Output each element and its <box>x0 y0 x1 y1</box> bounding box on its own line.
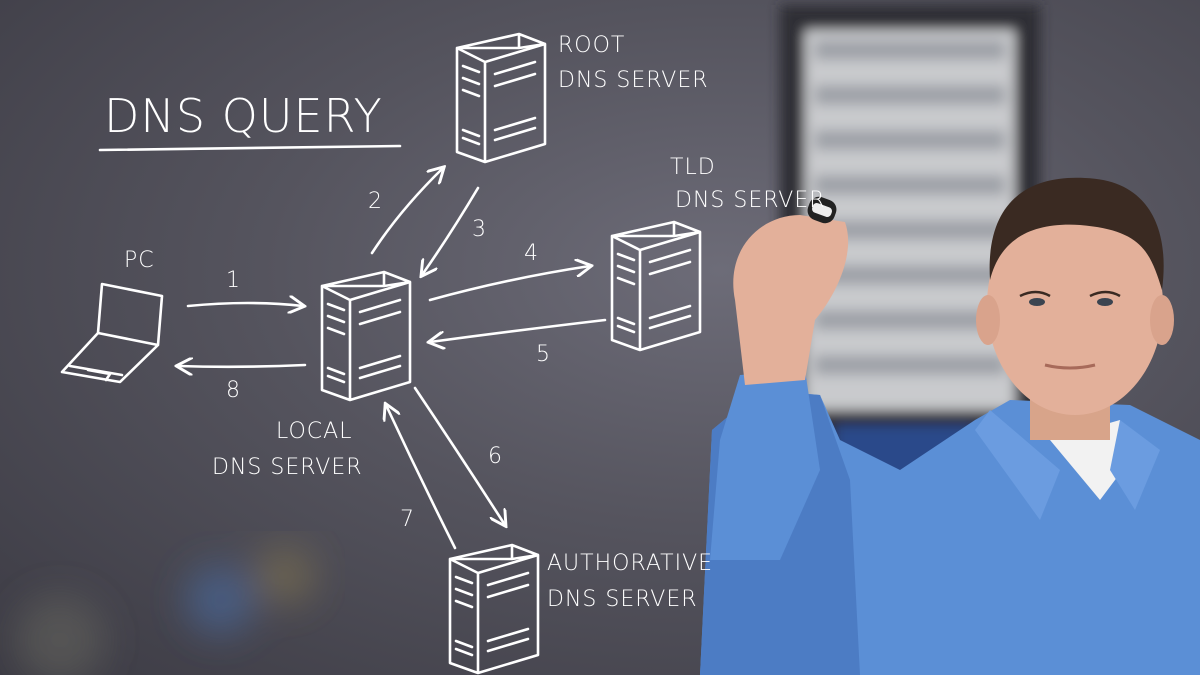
authorative-dns-server-icon <box>448 543 540 675</box>
step-3-label: 3 <box>472 217 487 242</box>
pc-laptop-icon <box>60 282 164 384</box>
arrow-step-7 <box>386 405 457 550</box>
tld-label-line2: DNS SERVER <box>675 188 826 213</box>
local-label-line1: LOCAL <box>276 419 352 444</box>
step-7-label: 7 <box>400 507 415 532</box>
arrow-step-3 <box>422 186 480 275</box>
arrow-step-2 <box>370 168 443 255</box>
dns-diagram: DNS QUERY PC LOCAL DNS SERVER ROOT DNS S… <box>60 32 826 675</box>
local-label-line2: DNS SERVER <box>212 455 363 480</box>
root-label-line2: DNS SERVER <box>558 68 709 93</box>
step-8-label: 8 <box>226 378 241 403</box>
diagram-title: DNS QUERY <box>104 89 383 143</box>
title-underline <box>98 144 402 152</box>
step-1-label: 1 <box>226 268 241 293</box>
step-6-label: 6 <box>488 444 503 469</box>
root-dns-server-icon <box>455 32 547 164</box>
arrow-step-4 <box>428 266 590 302</box>
arrow-step-6 <box>413 386 505 525</box>
man-presenter <box>700 177 1200 675</box>
arrow-step-5 <box>430 318 607 342</box>
step-2-label: 2 <box>368 189 383 214</box>
step-4-label: 4 <box>524 241 539 266</box>
tld-label-line1: TLD <box>670 155 716 180</box>
arrow-step-1 <box>186 303 303 306</box>
auth-label-line2: DNS SERVER <box>547 587 698 612</box>
background-bokeh <box>15 545 315 675</box>
step-5-label: 5 <box>536 342 551 367</box>
pc-label: PC <box>124 248 155 273</box>
root-label-line1: ROOT <box>558 33 625 58</box>
arrow-step-8 <box>178 365 307 367</box>
tld-dns-server-icon <box>610 220 702 352</box>
local-dns-server-icon <box>320 270 412 402</box>
auth-label-line1: AUTHORATIVE <box>547 551 713 576</box>
